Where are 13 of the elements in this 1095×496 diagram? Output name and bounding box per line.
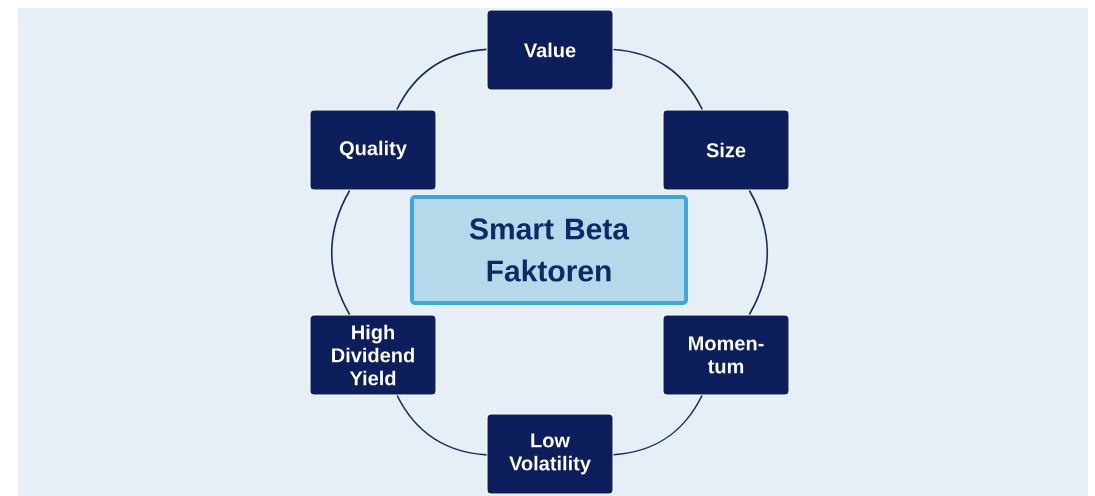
factor-box: High Dividend Yield — [309, 314, 437, 396]
factor-box: Momen- tum — [662, 314, 790, 396]
factor-box: Size — [662, 109, 790, 191]
factor-box: Low Volatility — [486, 413, 614, 495]
ring-arc — [748, 189, 769, 316]
ring-arc — [612, 394, 703, 456]
ring-arc — [396, 48, 488, 111]
factor-box: Quality — [309, 109, 437, 191]
center-box: Smart Beta Faktoren — [410, 195, 688, 305]
ring-arc — [396, 394, 488, 456]
ring-arc — [612, 48, 704, 111]
ring-arc — [330, 189, 351, 316]
factor-box: Value — [486, 9, 614, 91]
